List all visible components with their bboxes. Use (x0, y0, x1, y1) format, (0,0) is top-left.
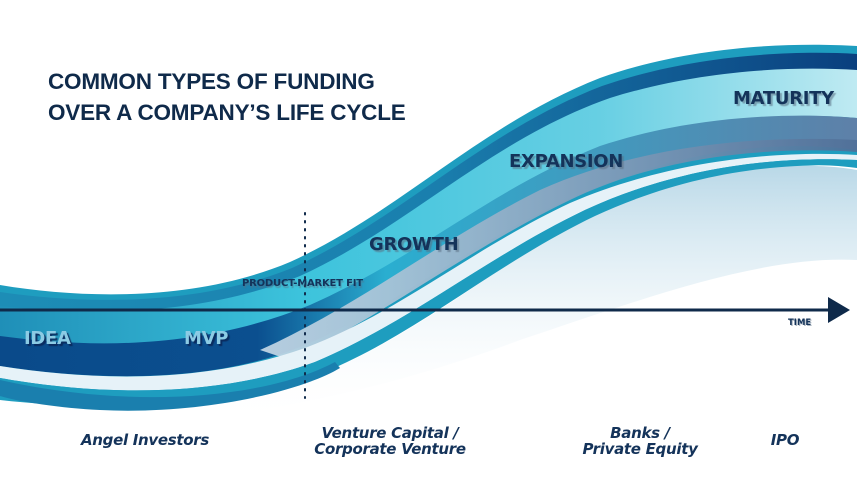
funding-angel-investors: Angel Investors (60, 432, 230, 448)
wave-shadow-fade (0, 165, 857, 428)
wave-core-band (0, 115, 857, 377)
funding-label-line-1: Venture Capital / (321, 424, 459, 442)
page-title: COMMON TYPES OF FUNDING OVER A COMPANY’S… (48, 66, 406, 128)
funding-label-line-2: Private Equity (582, 440, 698, 458)
stage-mvp: MVP (184, 328, 229, 349)
funding-label-line-1: Banks / (610, 424, 670, 442)
stage-growth: GROWTH (369, 234, 459, 255)
wave-slate-band (260, 138, 857, 360)
wave-cyan-band (0, 68, 857, 347)
stage-expansion: EXPANSION (509, 151, 624, 172)
title-line-1: COMMON TYPES OF FUNDING (48, 69, 375, 94)
funding-label: IPO (770, 431, 800, 449)
funding-venture-capital: Venture Capital / Corporate Venture (300, 425, 480, 457)
stage-maturity: MATURITY (733, 88, 834, 109)
funding-ipo: IPO (755, 432, 815, 448)
funding-banks-private-equity: Banks / Private Equity (570, 425, 710, 457)
funding-label-line-2: Corporate Venture (314, 440, 466, 458)
stage-idea: IDEA (24, 328, 71, 349)
wave-bottom-band (0, 362, 340, 411)
arrow-right-icon (828, 297, 850, 323)
time-axis-label: TIME (788, 318, 812, 328)
stage-product-market-fit: PRODUCT-MARKET FIT (242, 278, 363, 289)
funding-label: Angel Investors (80, 431, 209, 449)
title-line-2: OVER A COMPANY’S LIFE CYCLE (48, 100, 406, 125)
